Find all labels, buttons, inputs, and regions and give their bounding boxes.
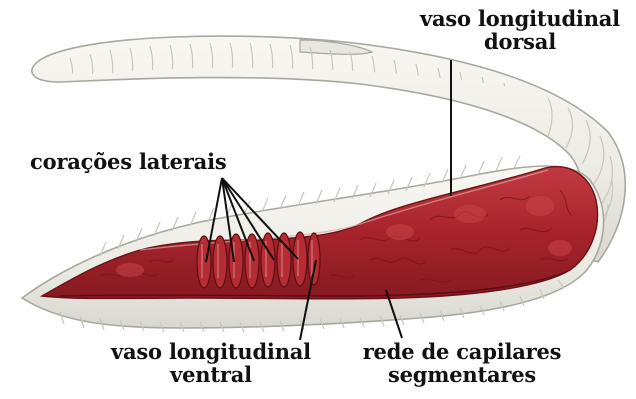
lateral-heart xyxy=(213,236,227,288)
internal-vessels xyxy=(42,167,598,299)
lateral-heart xyxy=(277,233,291,287)
lateral-heart xyxy=(293,232,307,286)
label-capilares-line-2: segmentares xyxy=(348,363,576,386)
label-coracoes-laterais: corações laterais xyxy=(30,150,226,173)
label-dorsal-line-1: vaso longitudinal xyxy=(418,7,622,30)
label-ventral-line-1: vaso longitudinal xyxy=(94,340,328,363)
label-dorsal-line-2: dorsal xyxy=(418,30,622,53)
lateral-heart xyxy=(308,233,320,285)
label-coracoes-text: corações laterais xyxy=(30,150,226,173)
label-rede-de-capilares: rede de capilares segmentares xyxy=(348,340,576,386)
label-vaso-longitudinal-ventral: vaso longitudinal ventral xyxy=(94,340,328,386)
label-ventral-line-2: ventral xyxy=(94,363,328,386)
label-capilares-line-1: rede de capilares xyxy=(348,340,576,363)
label-vaso-longitudinal-dorsal: vaso longitudinal dorsal xyxy=(418,7,622,53)
